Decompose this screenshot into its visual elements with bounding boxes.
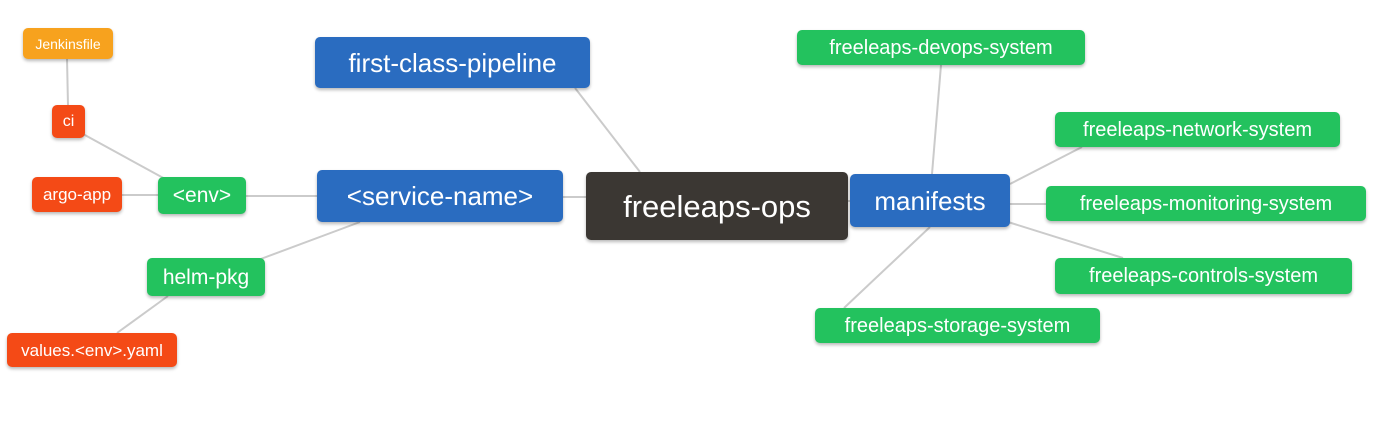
node-values-env-yaml[interactable]: values.<env>.yaml bbox=[7, 333, 177, 367]
edge-manifests-to-freeleaps-controls-system bbox=[1007, 221, 1124, 259]
edge-first-class-pipeline-to-freeleaps-ops bbox=[574, 87, 641, 173]
edge-helm-pkg-to-values-env-yaml bbox=[116, 295, 169, 334]
edge-ci-to-env bbox=[82, 133, 168, 181]
node-freeleaps-monitoring-system[interactable]: freeleaps-monitoring-system bbox=[1046, 186, 1366, 221]
node-freeleaps-devops-system[interactable]: freeleaps-devops-system bbox=[797, 30, 1085, 65]
edge-jenkinsfile-to-ci bbox=[66, 57, 69, 107]
node-freeleaps-ops[interactable]: freeleaps-ops bbox=[586, 172, 848, 240]
node-jenkinsfile[interactable]: Jenkinsfile bbox=[23, 28, 113, 59]
node-freeleaps-network-system[interactable]: freeleaps-network-system bbox=[1055, 112, 1340, 147]
edge-manifests-to-freeleaps-storage-system bbox=[843, 226, 931, 309]
edge-service-name-to-helm-pkg bbox=[257, 221, 361, 261]
node-freeleaps-controls-system[interactable]: freeleaps-controls-system bbox=[1055, 258, 1352, 294]
node-argo-app[interactable]: argo-app bbox=[32, 177, 122, 212]
node-freeleaps-storage-system[interactable]: freeleaps-storage-system bbox=[815, 308, 1100, 343]
node-manifests[interactable]: manifests bbox=[850, 174, 1010, 227]
node-env[interactable]: <env> bbox=[158, 177, 246, 214]
edge-manifests-to-freeleaps-network-system bbox=[1009, 146, 1083, 185]
node-first-class-pipeline[interactable]: first-class-pipeline bbox=[315, 37, 590, 88]
edge-manifests-to-freeleaps-devops-system bbox=[931, 64, 942, 175]
node-ci[interactable]: ci bbox=[52, 105, 85, 138]
node-service-name[interactable]: <service-name> bbox=[317, 170, 563, 222]
node-helm-pkg[interactable]: helm-pkg bbox=[147, 258, 265, 296]
